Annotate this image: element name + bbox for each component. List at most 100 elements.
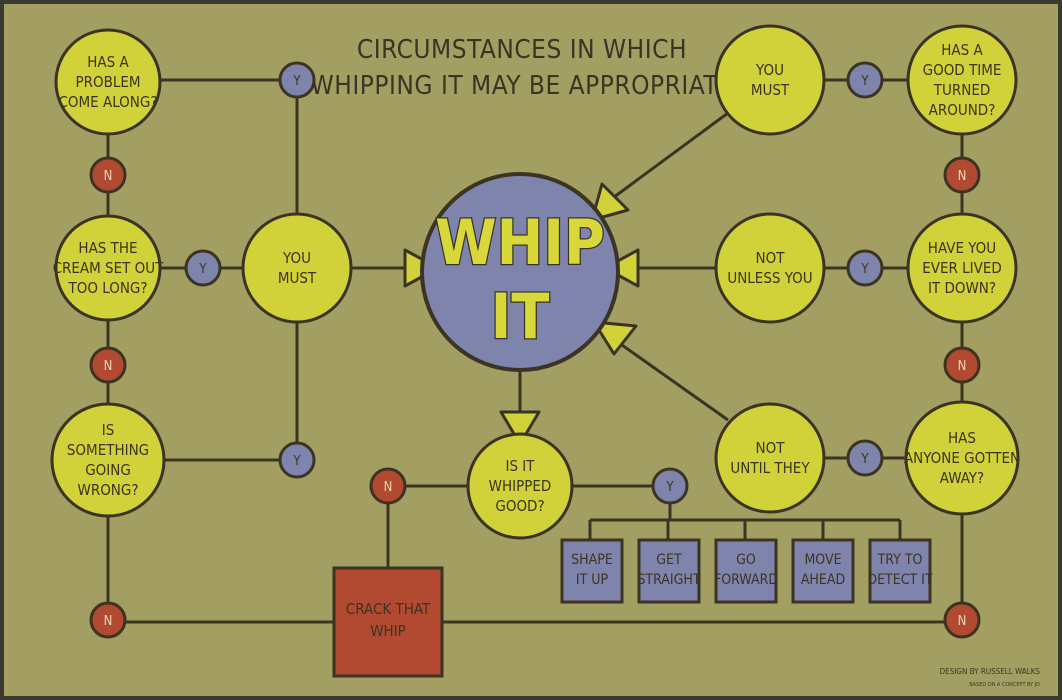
node-label-line: HAS A xyxy=(87,53,129,71)
credit-design: DESIGN BY RUSSELL WALKS xyxy=(940,667,1041,676)
node-label-line: GOOD? xyxy=(495,497,544,515)
marker-circle xyxy=(846,439,884,477)
node-good-time: HAS A GOOD TIME TURNED AROUND? xyxy=(906,24,1018,136)
connector-must-right-to-whip xyxy=(609,111,729,202)
option-label-line: GO xyxy=(736,552,756,568)
marker-circle xyxy=(89,346,127,384)
node-must-right: YOU MUST xyxy=(714,24,826,136)
marker-circle xyxy=(943,156,981,194)
marker-circle xyxy=(184,249,222,287)
node-circle xyxy=(54,214,162,322)
node-label-line: IS xyxy=(102,421,115,439)
marker-circle xyxy=(89,601,127,639)
node-circle xyxy=(904,400,1020,516)
option-label-line: STRAIGHT xyxy=(637,572,700,588)
node-must-left: YOU MUST xyxy=(241,212,353,324)
node-label-line: MUST xyxy=(278,269,317,287)
marker-label: Y xyxy=(860,74,869,89)
node-label-line: EVER LIVED xyxy=(922,259,1002,277)
marker-circle xyxy=(278,441,316,479)
node-label-line: TURNED xyxy=(933,81,991,99)
node-label-line: CREAM SET OUT xyxy=(53,259,165,277)
yes-marker: Y xyxy=(846,439,884,477)
marker-circle xyxy=(278,61,316,99)
marker-label: N xyxy=(958,614,967,629)
node-circle xyxy=(466,432,574,540)
node-label-line: IT DOWN? xyxy=(928,279,996,297)
node-circle xyxy=(54,28,162,136)
option-label-line: SHAPE xyxy=(571,552,613,568)
no-marker: N xyxy=(89,601,127,639)
option-label-line: TRY TO xyxy=(877,552,923,568)
yes-marker: Y xyxy=(651,467,689,505)
marker-circle xyxy=(943,346,981,384)
marker-label: Y xyxy=(860,452,869,467)
node-label-line: MUST xyxy=(751,81,790,99)
option-rect xyxy=(791,538,855,604)
node-circle xyxy=(714,24,826,136)
node-label-line: GOOD TIME xyxy=(923,61,1002,79)
node-circle xyxy=(50,402,166,518)
marker-label: Y xyxy=(292,454,301,469)
node-label-line: AROUND? xyxy=(929,101,996,119)
node-label-line: NOT xyxy=(756,439,786,457)
marker-circle xyxy=(846,61,884,99)
no-marker: N xyxy=(943,346,981,384)
node-label-line: WRONG? xyxy=(77,481,138,499)
node-label-line: HAS xyxy=(948,429,976,447)
node-label-line: SOMETHING xyxy=(67,441,149,459)
node-label-line: YOU xyxy=(282,249,311,267)
credit-based: BASED ON A CONCEPT BY JD xyxy=(969,682,1040,688)
marker-circle xyxy=(651,467,689,505)
yes-marker: Y xyxy=(278,441,316,479)
node-label-line: ANYONE GOTTEN xyxy=(904,449,1020,467)
node-label-line: TOO LONG? xyxy=(67,279,147,297)
yes-marker: Y xyxy=(278,61,316,99)
option-rect xyxy=(560,538,624,604)
title-line1: CIRCUMSTANCES IN WHICH xyxy=(357,35,687,65)
marker-label: Y xyxy=(860,262,869,277)
whip-it-line1: WHIP xyxy=(435,206,605,279)
marker-circle xyxy=(89,156,127,194)
node-circle xyxy=(906,212,1018,324)
arrow-top-right-to-whip xyxy=(590,182,630,222)
node-label-line: HAS A xyxy=(941,41,983,59)
option-label-line: GET xyxy=(656,552,682,568)
yes-marker: Y xyxy=(846,61,884,99)
marker-circle xyxy=(943,601,981,639)
option-rect xyxy=(868,538,932,604)
node-label-line: YOU xyxy=(755,61,784,79)
no-marker: N xyxy=(369,467,407,505)
option-label-line: FORWARD xyxy=(714,572,778,588)
node-cream: HAS THE CREAM SET OUT TOO LONG? xyxy=(53,214,165,322)
option-rect xyxy=(637,538,701,604)
arrow-bottom-right-to-whip xyxy=(592,320,638,356)
node-circle xyxy=(906,24,1018,136)
node-label-line: IS IT xyxy=(505,457,535,475)
crack-line2: WHIP xyxy=(370,622,406,640)
node-label-line: UNLESS YOU xyxy=(727,269,812,287)
whip-it-node: WHIP IT xyxy=(420,172,620,372)
crack-that-whip-node: CRACK THAT WHIP xyxy=(332,566,444,678)
whip-it-circle xyxy=(420,172,620,372)
title-line2: WHIPPING IT MAY BE APPROPRIATE xyxy=(311,71,734,101)
node-circle xyxy=(714,212,826,324)
node-label-line: HAS THE xyxy=(78,239,137,257)
node-label-line: GOING xyxy=(85,461,131,479)
crack-line1: CRACK THAT xyxy=(346,600,431,618)
marker-circle xyxy=(369,467,407,505)
option-label-line: MOVE xyxy=(804,552,841,568)
node-label-line: PROBLEM xyxy=(75,73,140,91)
node-label-line: UNTIL THEY xyxy=(730,459,810,477)
marker-label: N xyxy=(104,169,113,184)
node-not-until: NOT UNTIL THEY xyxy=(714,402,826,514)
